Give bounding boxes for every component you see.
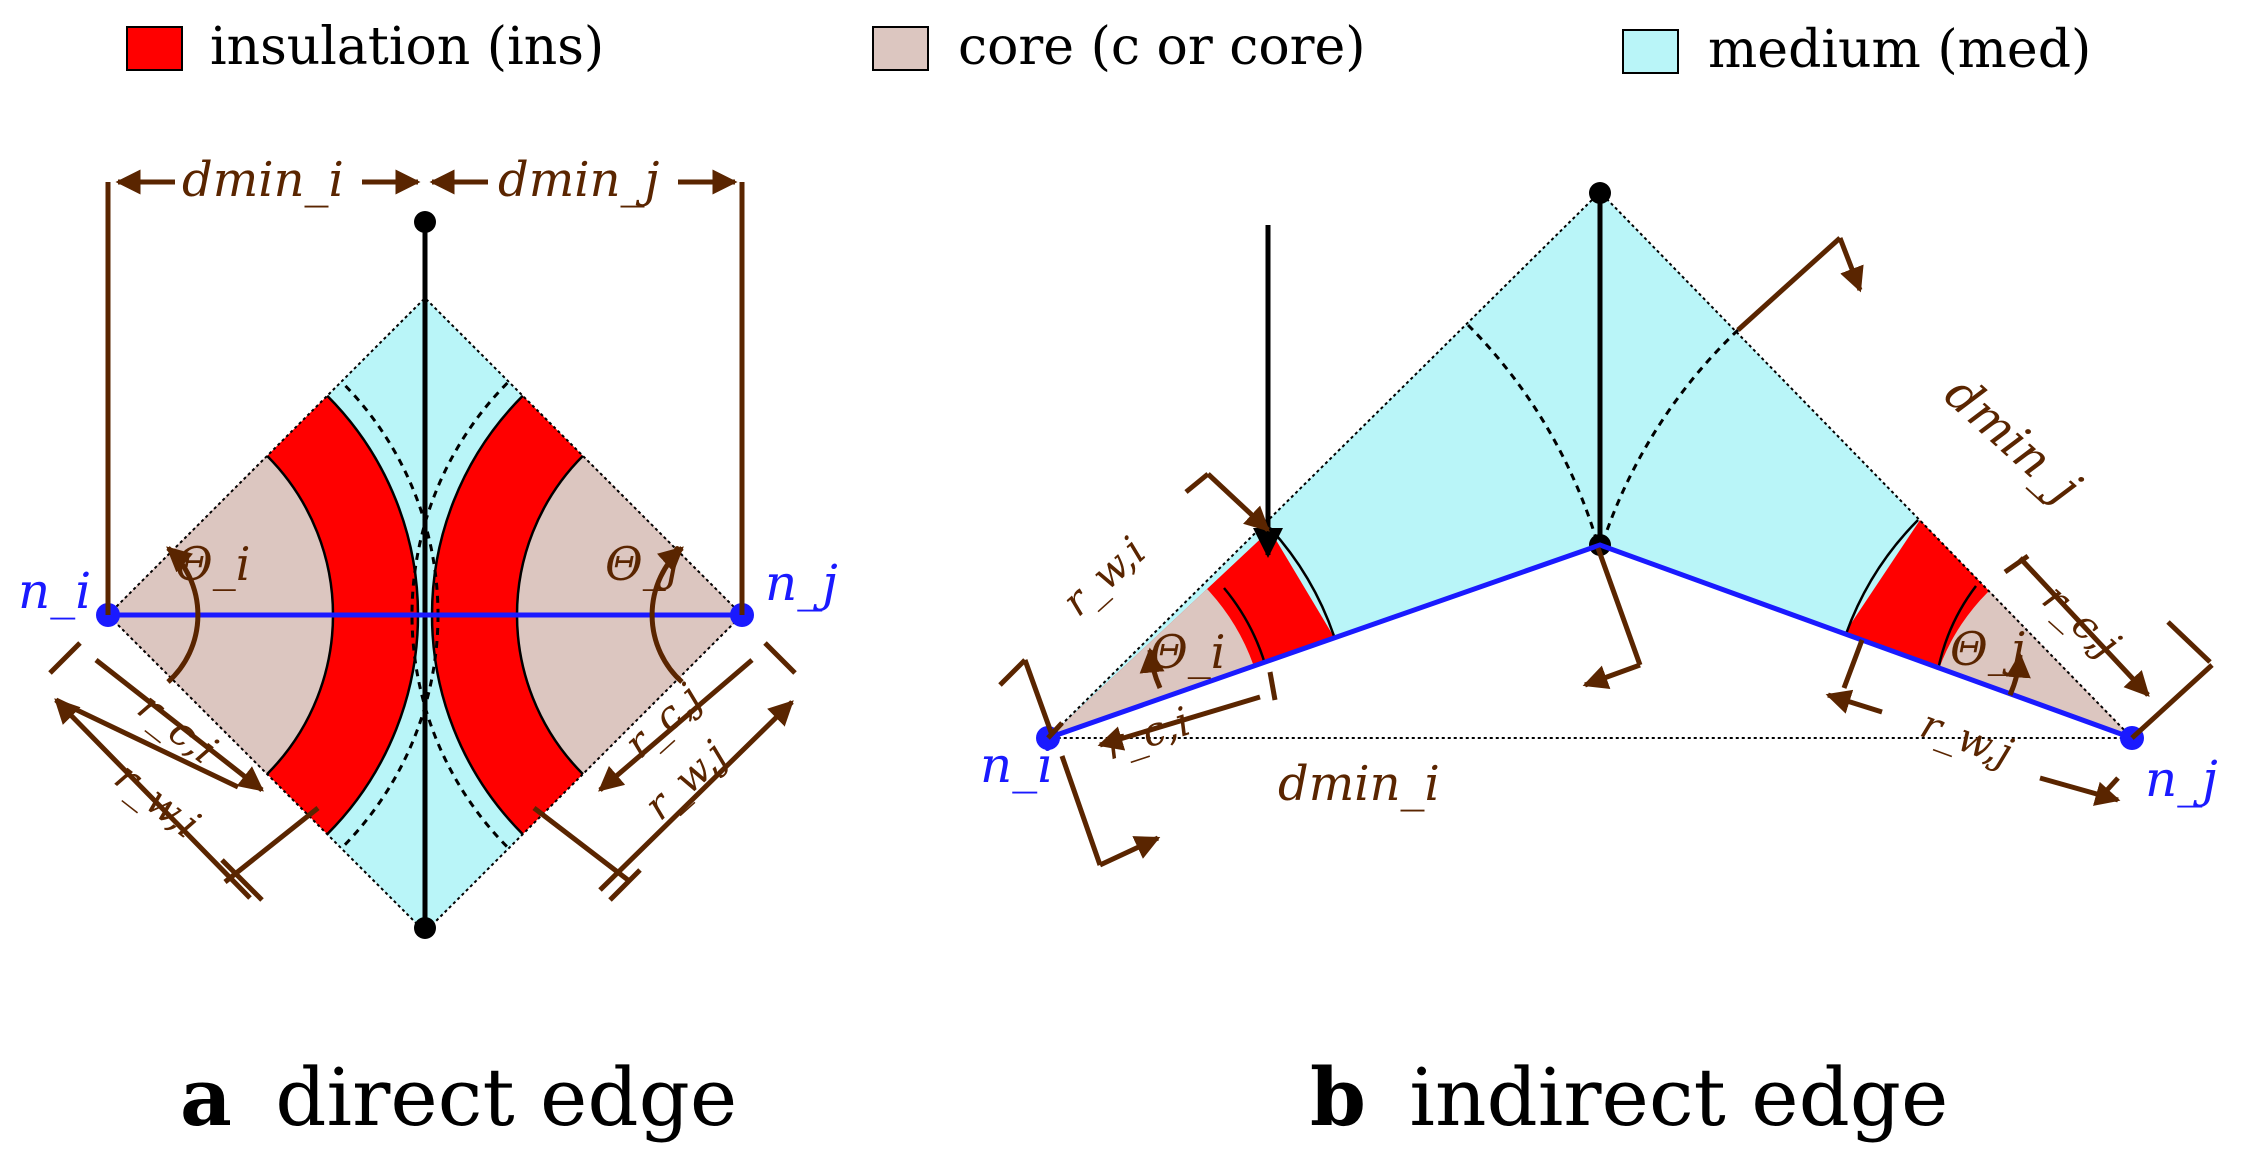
label-node-i: n_i — [18, 562, 91, 620]
label-dmin-i: dmin_i — [182, 152, 344, 208]
bisector-end-bottom — [414, 917, 436, 939]
core-right-b — [1927, 533, 2132, 738]
label-dmin-j-b: dmin_j — [1934, 365, 2091, 515]
bisector-end-top — [414, 211, 436, 233]
panel-a-caption-text: direct edge — [275, 1051, 737, 1144]
legend-label-core: core (c or core) — [958, 17, 1366, 77]
legend-label-medium: medium (med) — [1708, 20, 2091, 80]
label-theta-j: Θ_j — [605, 537, 680, 591]
insulation-right-b — [1844, 520, 2132, 738]
panel-b-caption-text: indirect edge — [1409, 1051, 1948, 1144]
legend-label-insulation: insulation (ins) — [210, 17, 604, 77]
medium-swatch — [1622, 29, 1679, 74]
label-r-w-i-b: r_w,i — [1054, 528, 1155, 625]
panel-b-letter: b — [1310, 1050, 1366, 1144]
label-node-j-b: n_j — [2145, 750, 2218, 808]
core-region-right — [517, 390, 742, 840]
panel-b-indirect-edge: dmin_i dmin_j Θ_i Θ_j r_c,i r_w,i r_c,j … — [980, 182, 2218, 1144]
label-theta-i-b: Θ_i — [1150, 625, 1225, 679]
label-r-w-j-b: r_w,j — [1915, 701, 2019, 776]
label-dmin-i-b: dmin_i — [1278, 756, 1440, 812]
core-swatch — [872, 26, 929, 71]
label-theta-j-b: Θ_j — [1950, 622, 2025, 676]
label-node-i-b: n_i — [980, 736, 1053, 794]
legend-item-core: core (c or core) — [872, 17, 1366, 77]
legend-item-medium: medium (med) — [1622, 20, 2091, 80]
panel-b-caption: b indirect edge — [1310, 1050, 1948, 1144]
panel-a-letter: a — [180, 1050, 232, 1144]
insulation-swatch — [126, 26, 183, 71]
indirect-edge-line — [1047, 542, 2133, 741]
legend: insulation (ins) core (c or core) medium… — [126, 17, 2091, 80]
panel-a-direct-edge: dmin_i dmin_j Θ_i Θ_j r_c,i r_w,i r_c,j … — [18, 152, 838, 1144]
legend-item-insulation: insulation (ins) — [126, 17, 604, 77]
label-dmin-j: dmin_j — [498, 152, 660, 208]
label-theta-i: Θ_i — [175, 537, 250, 591]
panel-a-caption: a direct edge — [180, 1050, 737, 1144]
label-node-j: n_j — [765, 554, 838, 612]
